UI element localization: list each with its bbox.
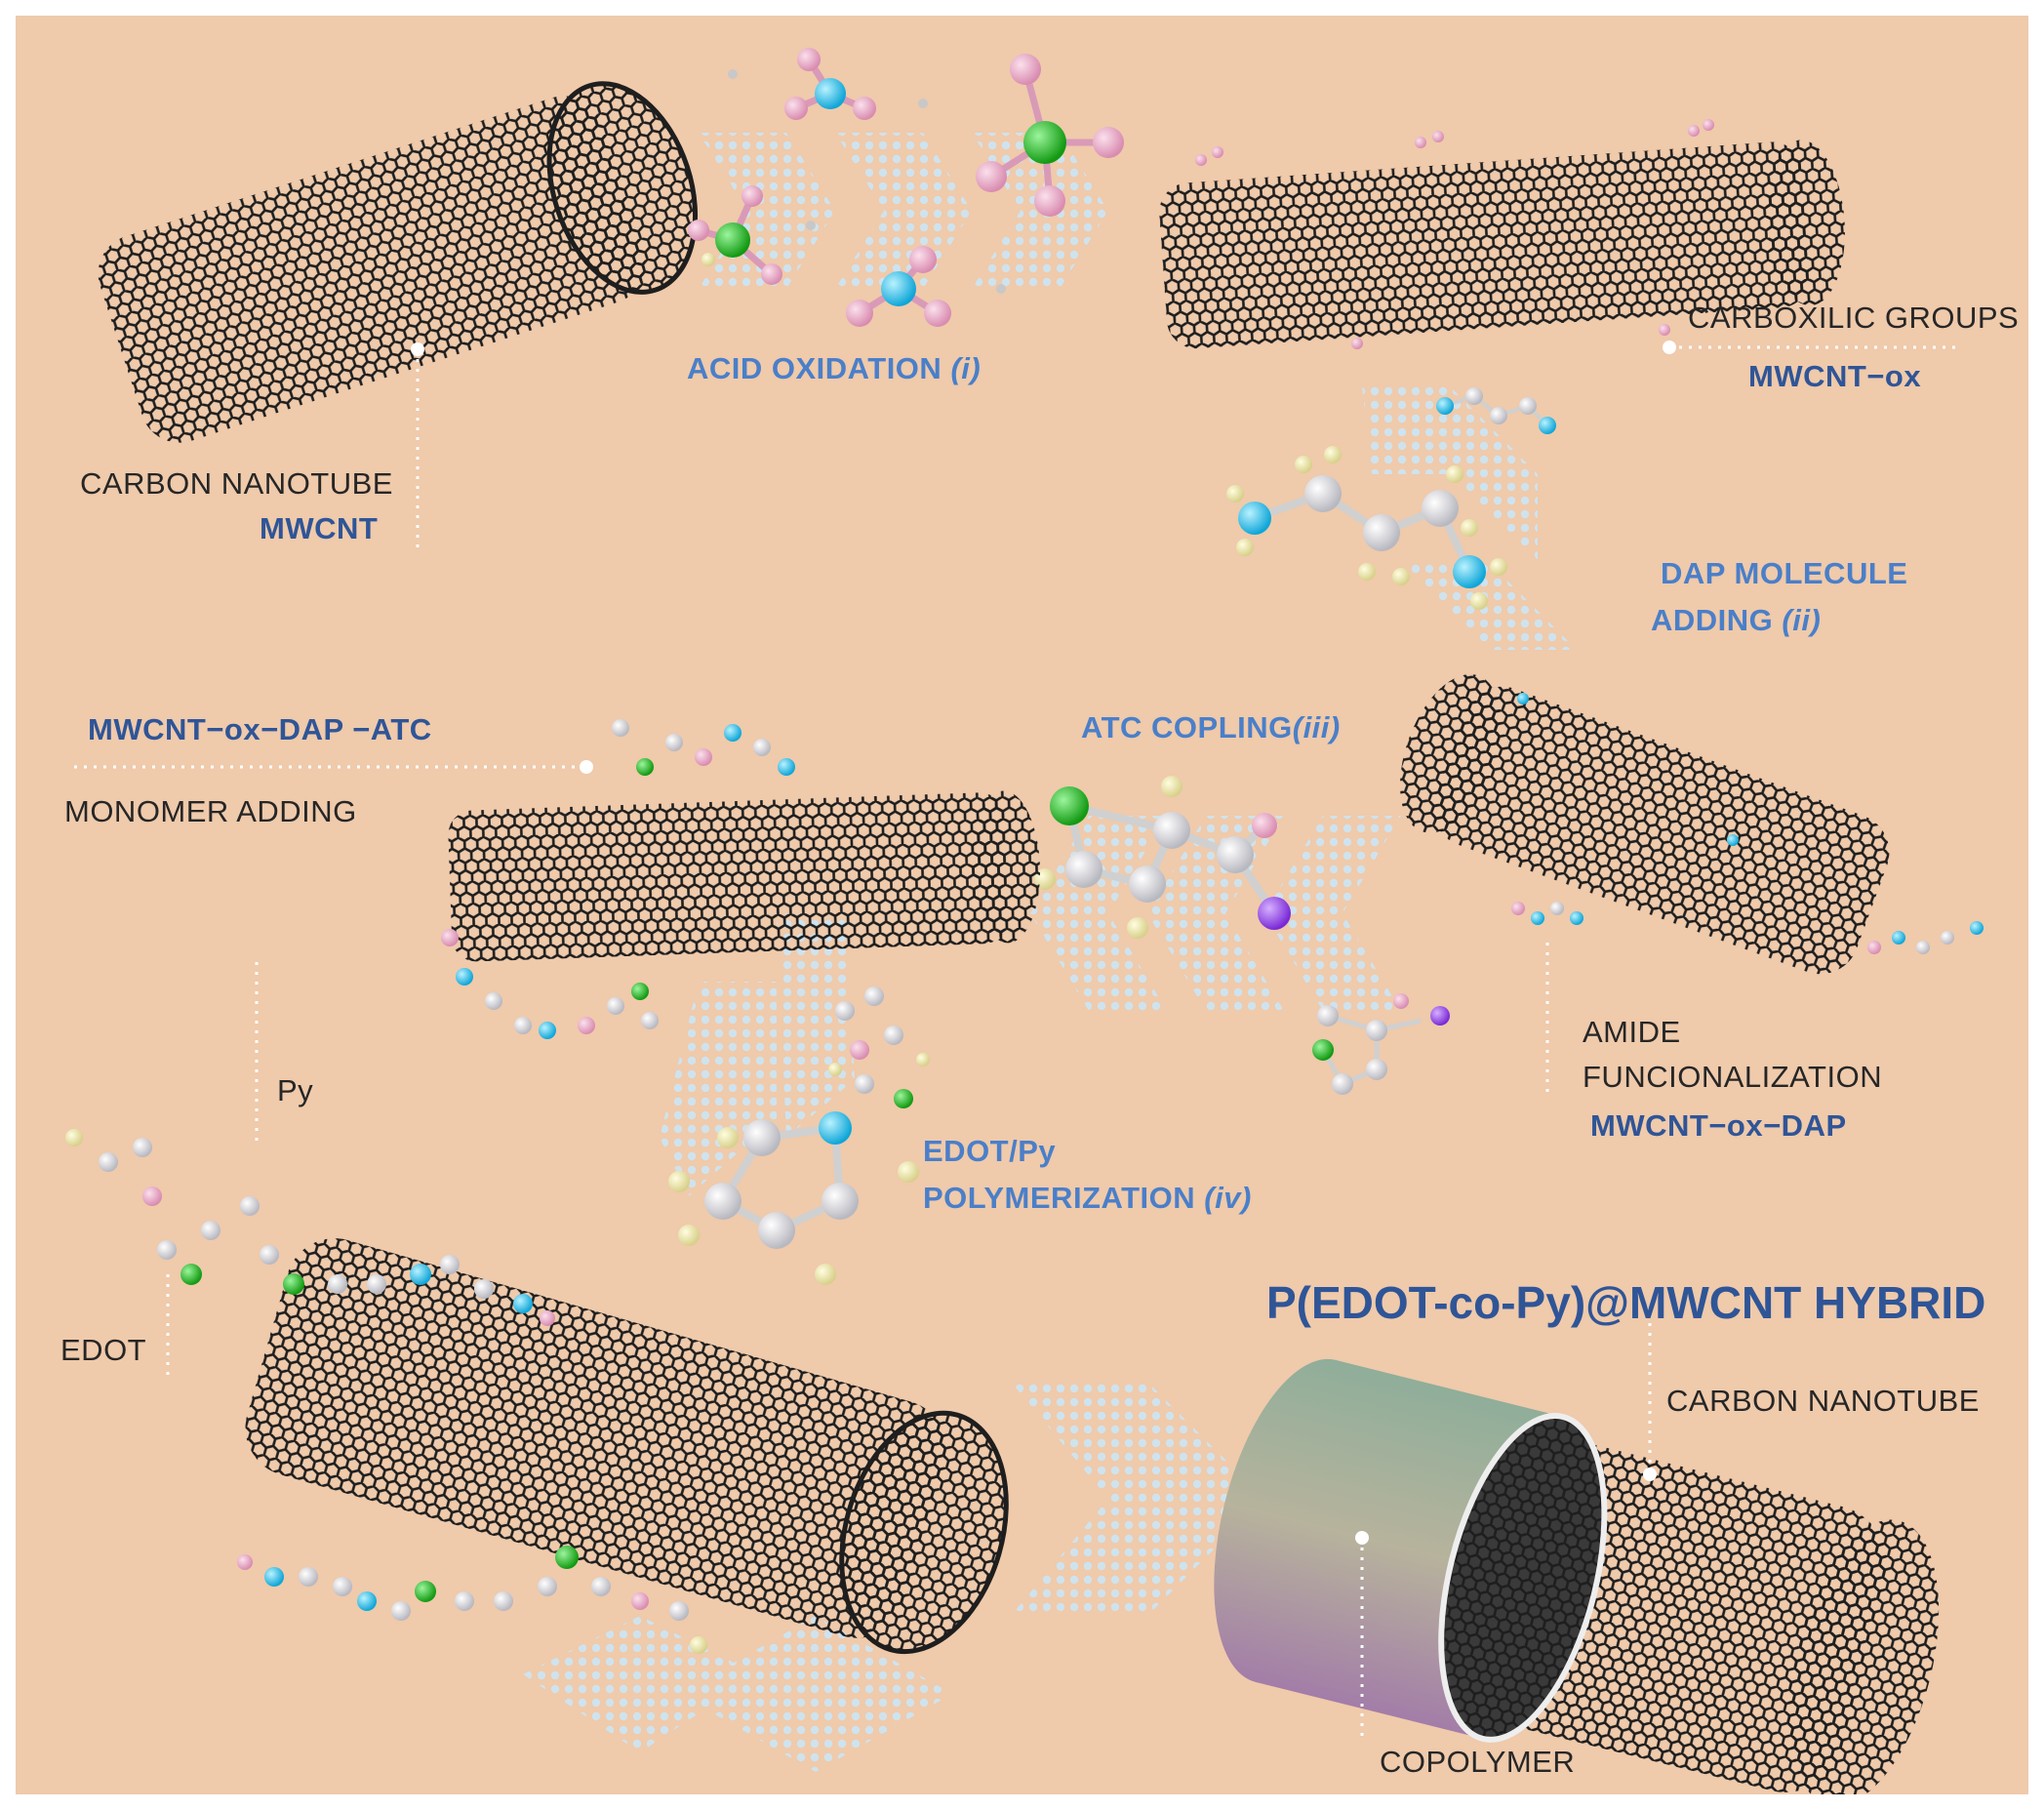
nanotube-hybrid: [245, 1238, 1009, 1655]
label-mwcnt: MWCNT: [260, 511, 379, 545]
label-dap-molecule: DAP MOLECULE: [1661, 556, 1908, 590]
atc-molecule: [1034, 776, 1291, 939]
edot-molecule: [828, 986, 930, 1108]
diagram-artwork: [65, 48, 1984, 1794]
label-edot: EDOT: [60, 1333, 147, 1367]
nanotube-mwcnt-ox: [1159, 140, 1845, 349]
monomer-chains: [441, 719, 795, 1039]
nanotube-mwcnt-ox-dap-atc: [448, 790, 1040, 962]
label-mwcnt-ox: MWCNT−ox: [1748, 359, 1922, 393]
diagram-panel: ACID OXIDATION (i) CARBON NANOTUBE MWCNT…: [16, 16, 2028, 1794]
py-molecule: [668, 1111, 919, 1285]
label-mwcnt-ox-dap: MWCNT−ox−DAP: [1590, 1108, 1847, 1143]
label-atc-copling: ATC COPLING(iii): [1081, 710, 1341, 744]
label-hybrid-title: P(EDOT-co-Py)@MWCNT HYBRID: [1266, 1277, 1986, 1328]
dap-molecule-large: [1226, 446, 1507, 610]
label-edot-py: EDOT/Py: [923, 1134, 1057, 1168]
label-acid-oxidation: ACID OXIDATION (i): [687, 351, 982, 385]
nanotube-mwcnt-ox-dap: [1400, 673, 1890, 975]
dap-molecule-small: [1436, 387, 1556, 434]
leader-dots: [411, 341, 1676, 1545]
label-carbon-nanotube-top: CARBON NANOTUBE: [80, 466, 393, 501]
atc-molecule-small: [1312, 993, 1450, 1095]
label-py: Py: [277, 1073, 314, 1107]
label-mwcnt-ox-dap-atc: MWCNT−ox−DAP −ATC: [88, 712, 432, 746]
label-monomer-adding: MONOMER ADDING: [64, 794, 357, 828]
label-copolymer: COPOLYMER: [1380, 1745, 1576, 1779]
hybrid-schematic: [1214, 1358, 1940, 1794]
label-carboxilic-groups: CARBOXILIC GROUPS: [1688, 301, 2020, 335]
carboxylic-groups: [1195, 119, 1714, 349]
label-funcionalization: FUNCIONALIZATION: [1583, 1060, 1883, 1094]
label-amide: AMIDE: [1583, 1015, 1681, 1049]
copolymer-chain: [65, 1129, 707, 1654]
acid-molecules: [688, 48, 1124, 327]
leader-lines: [74, 345, 1957, 1743]
nanotube-mwcnt: [98, 81, 699, 443]
amide-chains: [1511, 693, 1984, 954]
label-carbon-nanotube-bottom: CARBON NANOTUBE: [1666, 1384, 1980, 1418]
label-adding-ii: ADDING (ii): [1651, 603, 1822, 637]
label-polymerization: POLYMERIZATION (iv): [923, 1181, 1252, 1215]
